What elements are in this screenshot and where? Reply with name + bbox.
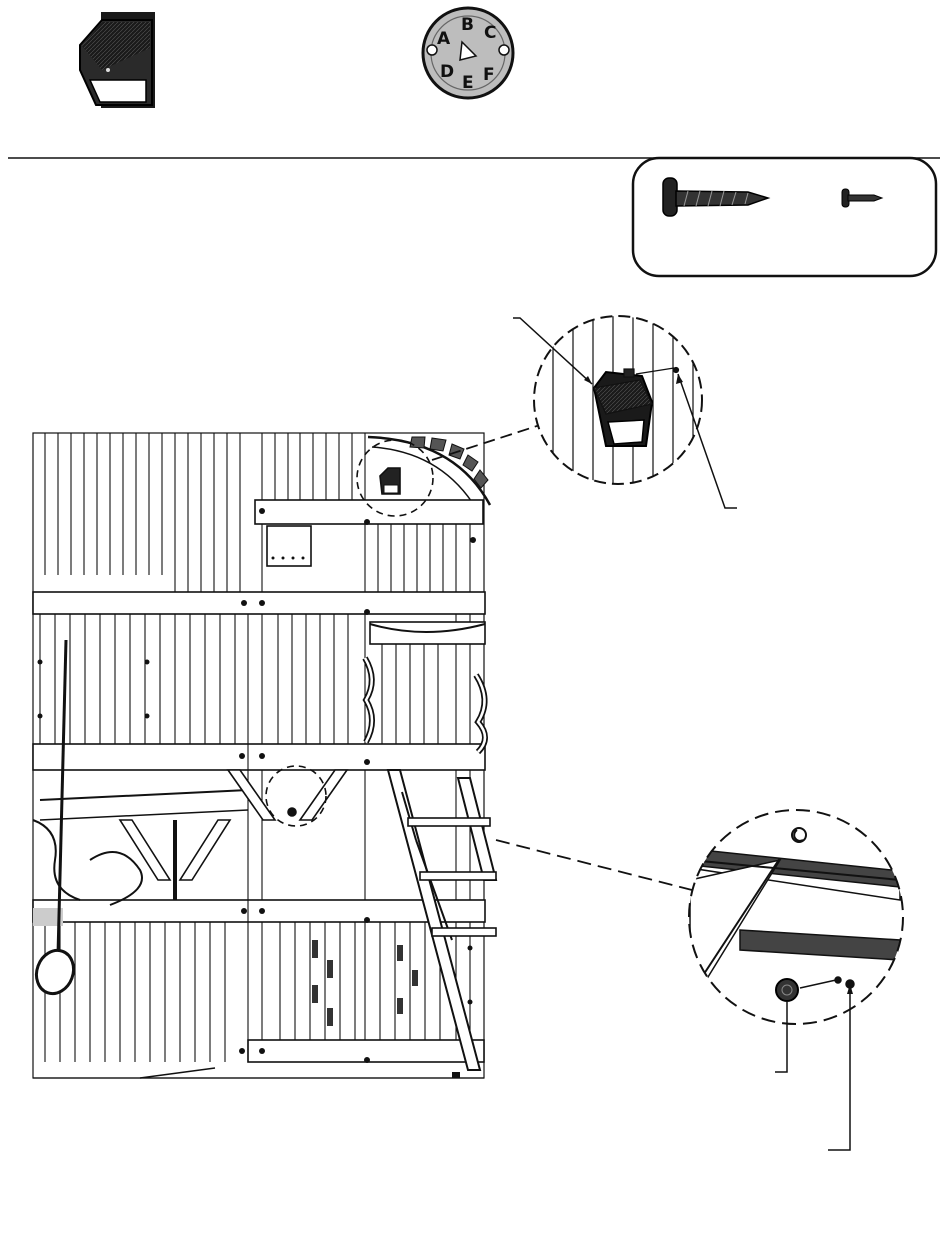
dial-letter-a: A: [437, 29, 451, 49]
dial-letter-e: E: [462, 73, 474, 93]
dial-letter-f: F: [483, 65, 495, 85]
deck-underside-detail: [689, 810, 910, 1150]
dial-icon: A B C D E F: [423, 8, 513, 98]
solar-light-small-icon: [380, 468, 400, 494]
solar-light-detail: [513, 300, 737, 508]
dial-letter-b: B: [461, 15, 474, 35]
dial-letter-c: C: [484, 23, 496, 43]
dial-letter-d: D: [440, 62, 454, 82]
solar-light-icon: [80, 12, 155, 108]
hardware-box: [633, 158, 936, 276]
playset-illustration: [31, 433, 496, 1078]
